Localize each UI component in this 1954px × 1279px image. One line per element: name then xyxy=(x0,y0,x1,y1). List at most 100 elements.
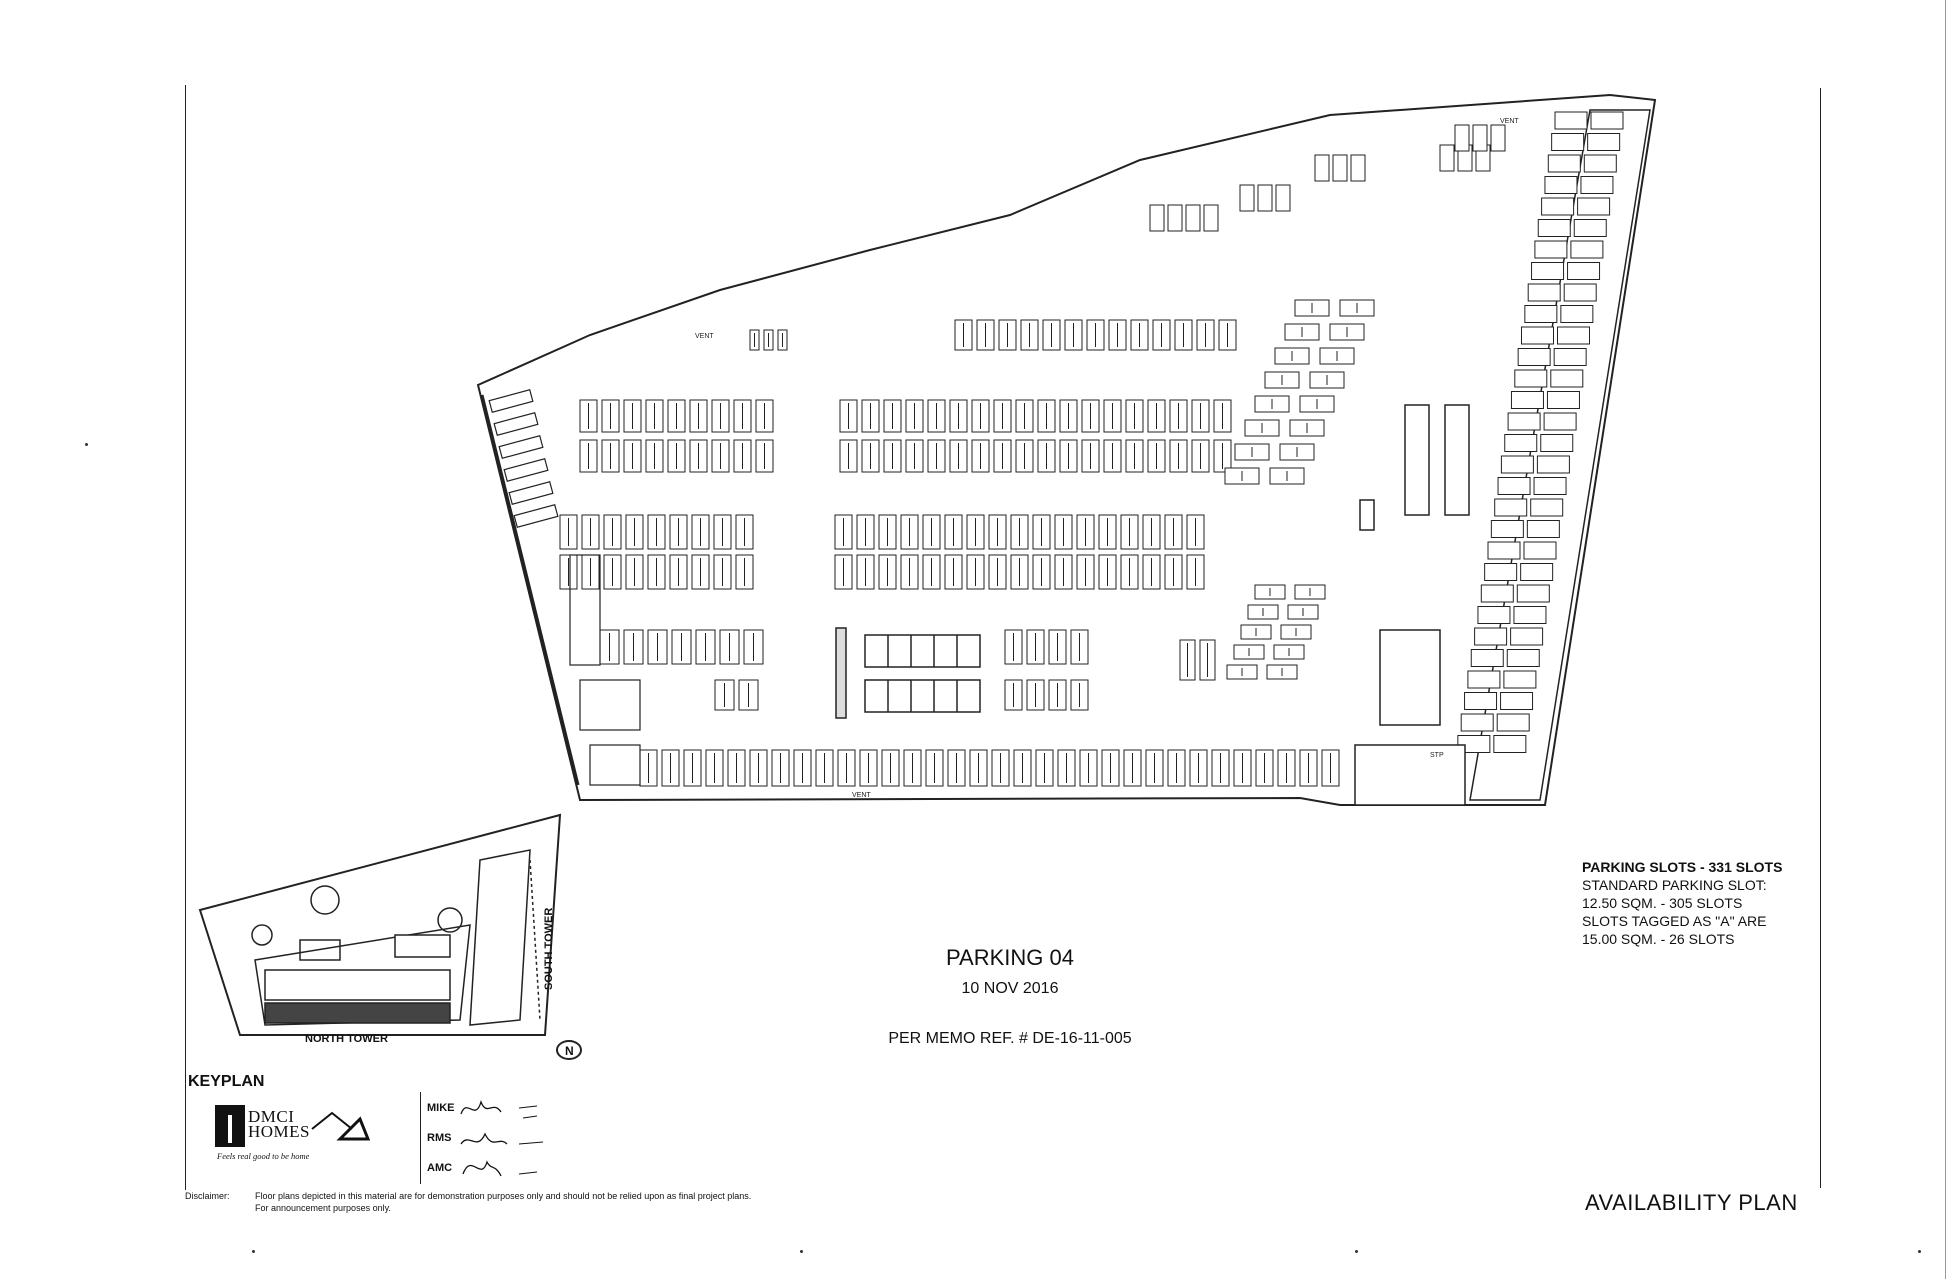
parking-slot xyxy=(1454,124,1470,152)
parking-slot xyxy=(1185,204,1201,232)
parking-slot xyxy=(1516,584,1550,603)
parking-slot xyxy=(1470,649,1504,667)
parking-slot xyxy=(1524,305,1558,323)
vent-bottom-label: VENT xyxy=(852,792,871,799)
parking-slot xyxy=(1527,283,1561,302)
legend-line-4: 15.00 SQM. - 26 SLOTS xyxy=(1582,931,1735,947)
parking-slot xyxy=(1557,326,1590,345)
parking-slot xyxy=(1474,627,1508,646)
parking-slot-rows xyxy=(559,299,1375,787)
inner-left-structure xyxy=(569,554,641,786)
parking-slot xyxy=(1500,692,1534,710)
parking-slot xyxy=(1507,412,1541,431)
scan-dot xyxy=(1918,1250,1921,1253)
parking-slot xyxy=(1563,283,1597,302)
parking-slot xyxy=(1570,240,1604,259)
parking-slot xyxy=(1480,584,1514,603)
page-title: PARKING 04 xyxy=(946,945,1074,970)
parking-slot xyxy=(1554,111,1588,130)
parking-slot xyxy=(1531,262,1565,280)
signoff-amc: AMC xyxy=(427,1162,453,1174)
parking-slot xyxy=(1546,391,1580,409)
parking-slot xyxy=(1460,713,1494,732)
parking-slot xyxy=(1534,240,1568,259)
parking-slot xyxy=(1350,154,1366,182)
north-tower-label: NORTH TOWER xyxy=(305,1033,388,1045)
parking-slot xyxy=(1550,369,1584,388)
legend-line-3: SLOTS TAGGED AS "A" ARE xyxy=(1582,913,1767,929)
parking-slot xyxy=(1544,176,1578,194)
vent-left-label: VENT xyxy=(695,333,714,340)
parking-slot xyxy=(1203,204,1219,232)
parking-slot xyxy=(1510,391,1544,409)
parking-slot xyxy=(1560,305,1594,323)
parking-slot xyxy=(1506,649,1540,667)
parking-slot xyxy=(1526,520,1560,538)
plan-date: 10 NOV 2016 xyxy=(961,980,1059,997)
parking-slot xyxy=(1239,184,1255,212)
logo-brand-line-2: HOMES xyxy=(248,1122,311,1141)
parking-slot xyxy=(1493,735,1527,753)
parking-slot xyxy=(1457,735,1491,753)
parking-slot xyxy=(1580,176,1614,194)
parking-slot xyxy=(1472,124,1488,152)
parking-slot xyxy=(1533,477,1567,495)
left-slot-strip xyxy=(488,389,559,528)
far-right-edge-line xyxy=(1945,0,1946,1279)
parking-slot xyxy=(1496,713,1530,732)
scan-dot xyxy=(85,443,88,446)
parking-slot xyxy=(1314,154,1330,182)
right-border-line xyxy=(1820,88,1821,1188)
legend-heading: PARKING SLOTS - 331 SLOTS xyxy=(1582,859,1783,875)
stp-label: STP xyxy=(1430,752,1444,759)
parking-slot xyxy=(1257,184,1273,212)
vent-top-label: VENT xyxy=(1500,118,1519,125)
parking-slot xyxy=(1521,326,1554,345)
parking-slot xyxy=(1540,434,1574,452)
parking-slot xyxy=(1494,498,1528,517)
parking-slot xyxy=(1332,154,1348,182)
right-slot-column xyxy=(1457,111,1624,753)
parking-slot xyxy=(1497,477,1531,495)
parking-slot xyxy=(1567,262,1601,280)
parking-slot xyxy=(1543,412,1577,431)
parking-slot xyxy=(1167,204,1183,232)
signoff-box: MIKE RMS AMC xyxy=(420,1092,561,1184)
parking-slot xyxy=(1484,563,1518,581)
availability-plan-label: AVAILABILITY PLAN xyxy=(1585,1190,1798,1215)
parking-slot xyxy=(1504,434,1538,452)
parking-slot xyxy=(1464,692,1498,710)
slot-legend: PARKING SLOTS - 331 SLOTS STANDARD PARKI… xyxy=(1582,858,1782,948)
parking-slot xyxy=(1467,670,1501,689)
parking-slot xyxy=(1275,184,1291,212)
parking-slot xyxy=(1523,541,1557,560)
scan-dot xyxy=(1355,1250,1358,1253)
parking-slot xyxy=(1583,154,1617,173)
scan-dot xyxy=(252,1250,255,1253)
disclaimer-line-1: Floor plans depicted in this material ar… xyxy=(255,1191,752,1201)
north-arrow-icon: N xyxy=(565,1044,574,1058)
handwritten-signatures xyxy=(460,1100,544,1177)
parking-slot xyxy=(1547,154,1581,173)
top-slot-groups xyxy=(1149,124,1506,232)
signoff-mike: MIKE xyxy=(427,1102,455,1114)
parking-slot xyxy=(1510,627,1544,646)
parking-slot xyxy=(1490,124,1506,152)
legend-line-1: STANDARD PARKING SLOT: xyxy=(1582,877,1767,893)
south-tower-label: SOUTH TOWER xyxy=(543,908,555,990)
parking-slot xyxy=(1537,219,1571,237)
logo-brand-line-1: DMCI xyxy=(248,1107,295,1126)
disclaimer-line-2: For announcement purposes only. xyxy=(255,1203,391,1213)
keyplan-label: KEYPLAN xyxy=(188,1073,265,1090)
parking-slot xyxy=(1490,520,1524,538)
scan-dot xyxy=(800,1250,803,1253)
dmci-homes-logo: DMCI HOMES Feels real good to be home xyxy=(215,1105,385,1167)
parking-slot xyxy=(1551,133,1585,151)
parking-slot xyxy=(1530,498,1564,517)
parking-slot xyxy=(1487,541,1521,560)
parking-slot xyxy=(1577,197,1611,216)
house-outline-icon xyxy=(311,1111,370,1141)
logo-wordmark: DMCI HOMES xyxy=(248,1107,311,1141)
parking-slot xyxy=(1590,111,1624,130)
